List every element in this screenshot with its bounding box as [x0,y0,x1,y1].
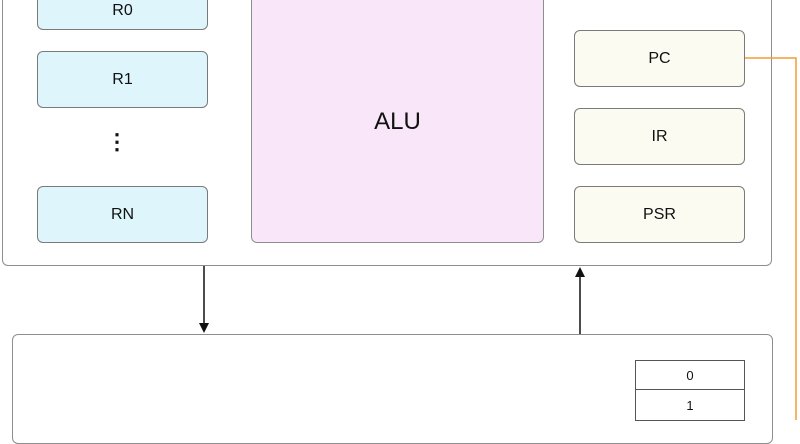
alu-block: ALU [251,0,544,243]
register-pc-label: PC [648,49,671,67]
register-pc: PC [574,30,745,87]
pc-link-line [745,57,797,420]
register-ellipsis-label: ⋮ [106,129,128,154]
register-psr-label: PSR [643,205,676,223]
register-rn-label: RN [110,205,135,223]
alu-label: ALU [374,107,421,135]
register-r0: R0 [37,0,208,30]
register-psr: PSR [574,186,745,243]
connector-layer [199,57,797,420]
register-r1-label: R1 [112,70,133,88]
register-ir: IR [574,108,745,165]
register-r0-label: R0 [112,2,133,19]
register-ellipsis: ⋮ [97,124,137,160]
memory-address-1: 1 [686,397,694,413]
register-ir-label: IR [651,127,668,145]
memory-address-0: 0 [686,367,694,383]
register-rn: RN [37,186,208,243]
register-r1: R1 [37,51,208,108]
